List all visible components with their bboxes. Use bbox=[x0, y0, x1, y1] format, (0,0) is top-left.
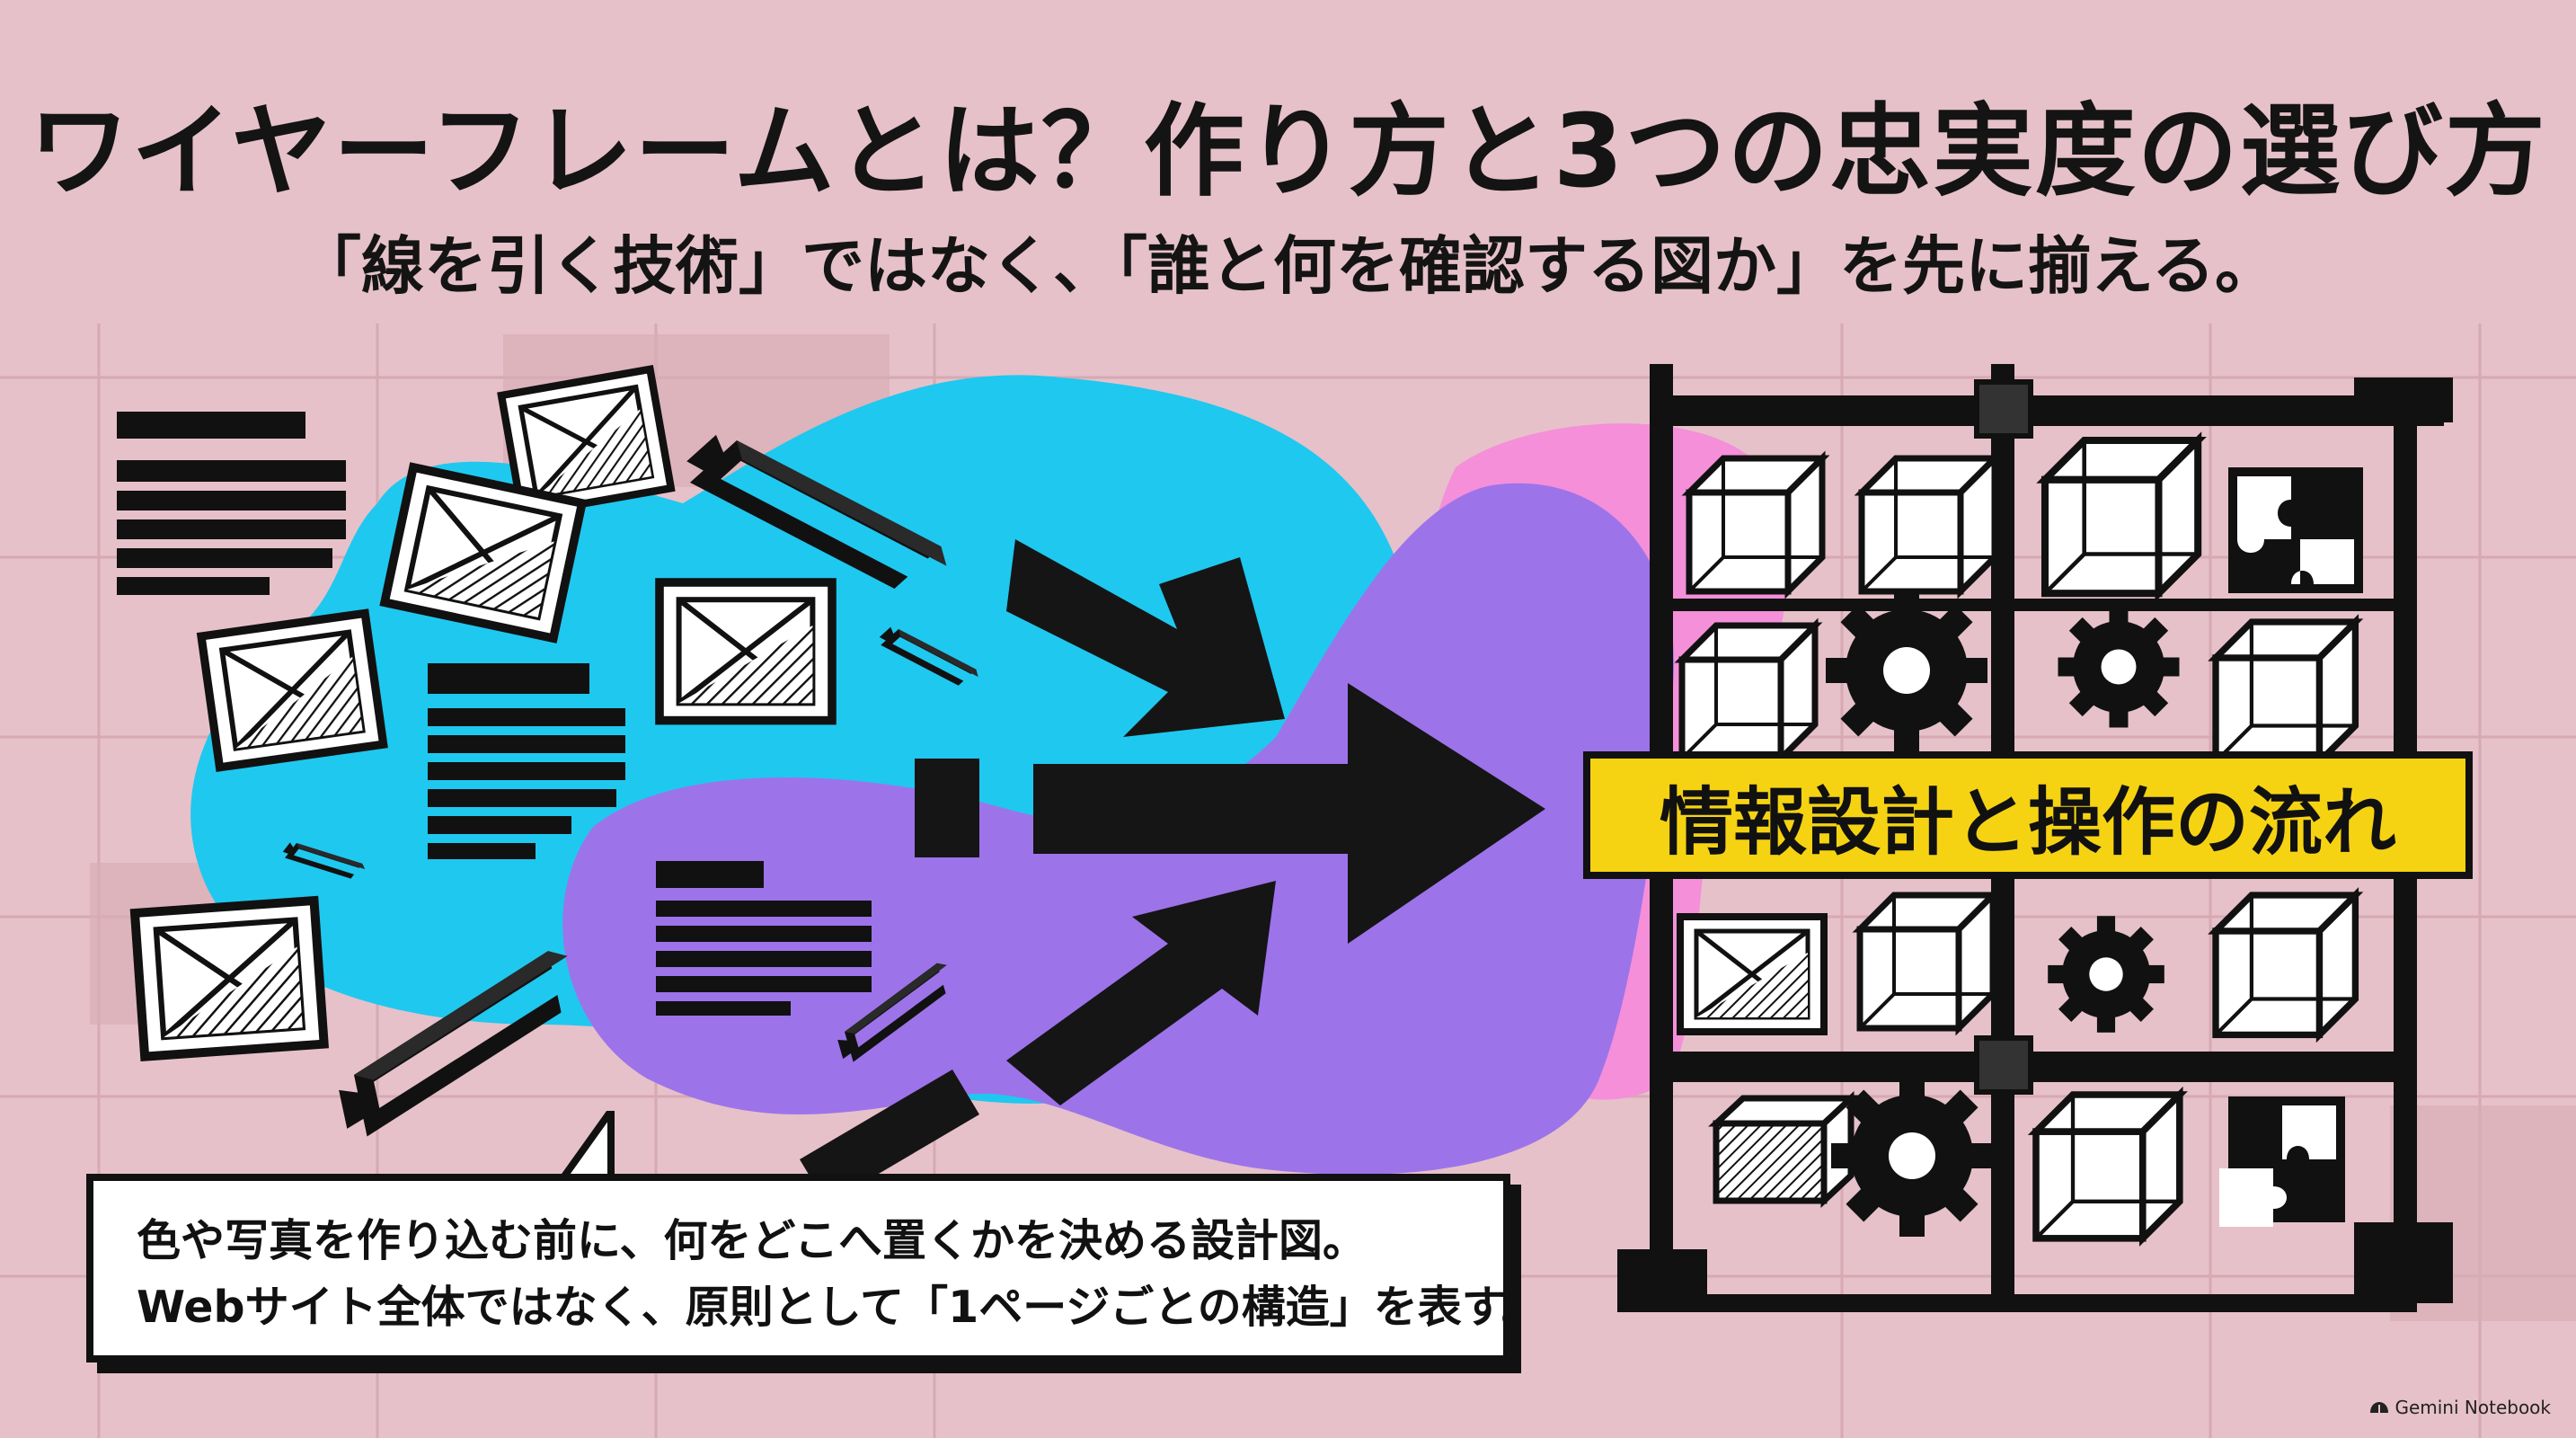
notebook-logo-icon bbox=[2370, 1402, 2389, 1413]
gear-icon bbox=[2048, 916, 2164, 1033]
image-placeholder-icon bbox=[1680, 917, 1824, 1032]
text-block-icon bbox=[428, 663, 625, 859]
image-placeholder-icon bbox=[201, 613, 384, 767]
gear-icon bbox=[1831, 1075, 1993, 1237]
puzzle-icon bbox=[2228, 467, 2363, 593]
page-subtitle: 「線を引く技術」ではなく、「誰と何を確認する図か」を先に揃える。 bbox=[298, 229, 2278, 303]
text-block-icon bbox=[656, 861, 872, 1016]
image-placeholder-icon bbox=[659, 582, 832, 721]
framework-label: 情報設計と操作の流れ bbox=[1583, 751, 2473, 879]
callout-line-1: 色や写真を作り込む前に、何をどこへ置くかを決める設計図。 bbox=[137, 1215, 1368, 1266]
gear-icon bbox=[2058, 606, 2180, 728]
cube-icon bbox=[2216, 622, 2355, 761]
cube-icon bbox=[1682, 626, 1815, 759]
cube-icon bbox=[1860, 895, 1993, 1028]
brand-footer: Gemini Notebook bbox=[2369, 1397, 2551, 1418]
cube-icon bbox=[1862, 458, 1995, 591]
arrow-icon bbox=[1006, 539, 1285, 737]
cube-icon bbox=[2216, 895, 2355, 1034]
arrow-icon bbox=[915, 683, 1545, 944]
cube-icon bbox=[2036, 1095, 2180, 1238]
cube-icon bbox=[2045, 440, 2198, 593]
arrow-icon bbox=[800, 881, 1276, 1204]
brand-name: Gemini Notebook bbox=[2395, 1397, 2551, 1418]
image-placeholder-icon bbox=[135, 901, 324, 1057]
gear-icon bbox=[1826, 590, 1987, 751]
image-placeholder-icon bbox=[385, 467, 582, 638]
speech-bubble: 色や写真を作り込む前に、何をどこへ置くかを決める設計図。 Webサイト全体ではな… bbox=[86, 1174, 1545, 1363]
page-title: ワイヤーフレームとは？作り方と3つの忠実度の選び方 bbox=[29, 93, 2547, 210]
text-block-icon bbox=[117, 412, 346, 595]
callout-line-2: Webサイト全体ではなく、原則として「1ページごとの構造」を表す。 bbox=[137, 1282, 1545, 1333]
puzzle-icon bbox=[2219, 1096, 2345, 1227]
cube-icon bbox=[1708, 1090, 1859, 1209]
cube-icon bbox=[1689, 458, 1822, 591]
